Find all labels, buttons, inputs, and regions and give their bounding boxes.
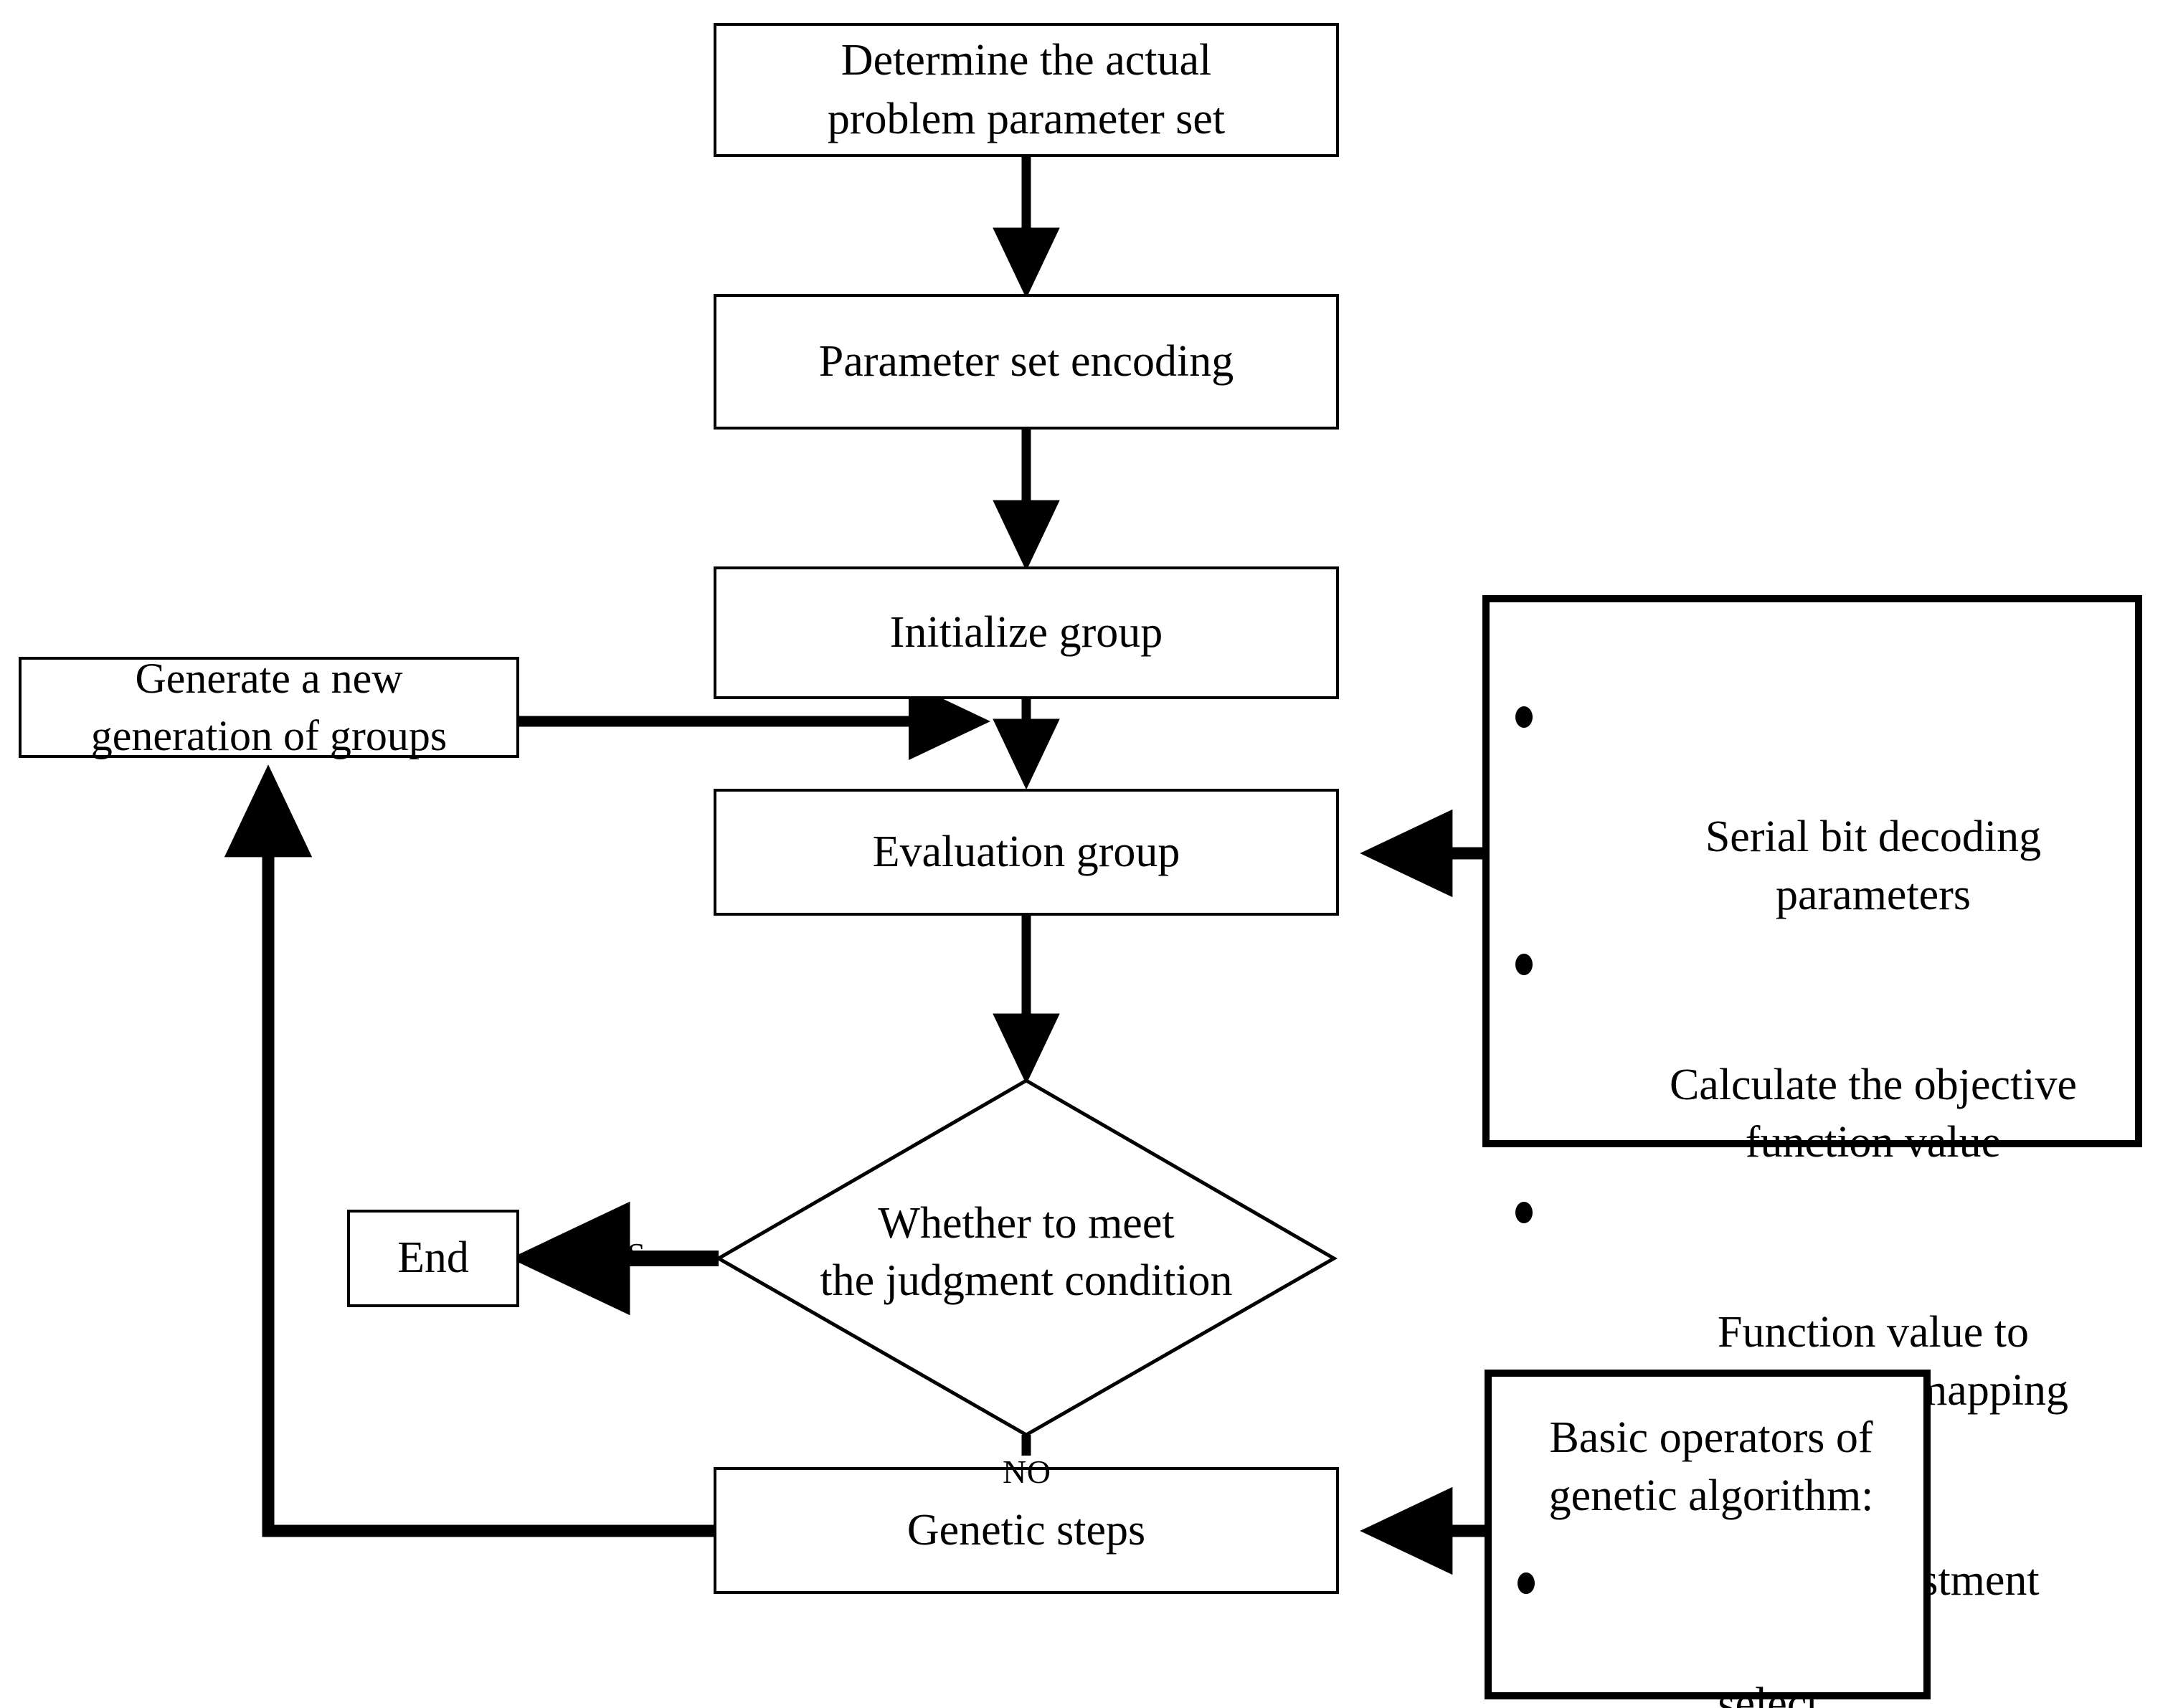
node-end-terminator[interactable]: End: [347, 1210, 519, 1307]
bullet-icon: [1515, 706, 1533, 728]
edge-label-no: NO: [1003, 1453, 1051, 1491]
list-item: Serial bit decoding parameters: [1490, 693, 2135, 924]
bullet-icon: [1515, 954, 1533, 976]
node-parameter-set-encoding-label: Parameter set encoding: [818, 336, 1234, 386]
node-determine-parameter-set[interactable]: Determine the actual problem parameter s…: [714, 23, 1339, 157]
node-parameter-set-encoding[interactable]: Parameter set encoding: [714, 294, 1339, 430]
panel-evaluation-notes: Serial bit decoding parameters Calculate…: [1482, 595, 2142, 1605]
panel-operator-notes: Basic operators of genetic algorithm: se…: [1485, 1370, 1931, 1708]
node-decision-label: Whether to meet the judgment condition: [820, 1199, 1233, 1305]
bullet-icon: [1515, 1201, 1533, 1223]
node-genetic-steps-label: Genetic steps: [906, 1505, 1146, 1555]
node-determine-parameter-set-label: Determine the actual problem parameter s…: [827, 35, 1226, 143]
node-decision-label-wrap: Whether to meet the judgment condition: [782, 1139, 1271, 1309]
node-genetic-steps[interactable]: Genetic steps: [714, 1467, 1339, 1594]
connector-genetic-feedback-loop: [224, 764, 714, 1537]
node-initialize-group-label: Initialize group: [889, 607, 1163, 657]
edge-label-yes-text: YES: [582, 1236, 646, 1273]
node-evaluation-group-label: Evaluation group: [872, 827, 1180, 876]
operator-notes-list: select cross Mutations: [1492, 1544, 1923, 1708]
operator-note-text: select: [1718, 1679, 1819, 1708]
evaluation-note-text: Calculate the objective function value: [1669, 1060, 2078, 1167]
list-item: Calculate the objective function value: [1490, 941, 2135, 1172]
node-end-label: End: [397, 1233, 469, 1283]
node-evaluation-group[interactable]: Evaluation group: [714, 789, 1339, 916]
bullet-icon: [1518, 1572, 1535, 1595]
node-generate-new-generation-label: Generate a new generation of groups: [90, 655, 448, 759]
evaluation-note-text: Serial bit decoding parameters: [1705, 812, 2042, 919]
edge-label-no-text: NO: [1003, 1453, 1051, 1490]
node-initialize-group[interactable]: Initialize group: [714, 566, 1339, 699]
list-item: select: [1492, 1560, 1923, 1708]
operator-notes-heading: Basic operators of genetic algorithm:: [1548, 1413, 1874, 1520]
edge-label-yes: YES: [582, 1235, 645, 1273]
node-generate-new-generation[interactable]: Generate a new generation of groups: [19, 655, 519, 759]
